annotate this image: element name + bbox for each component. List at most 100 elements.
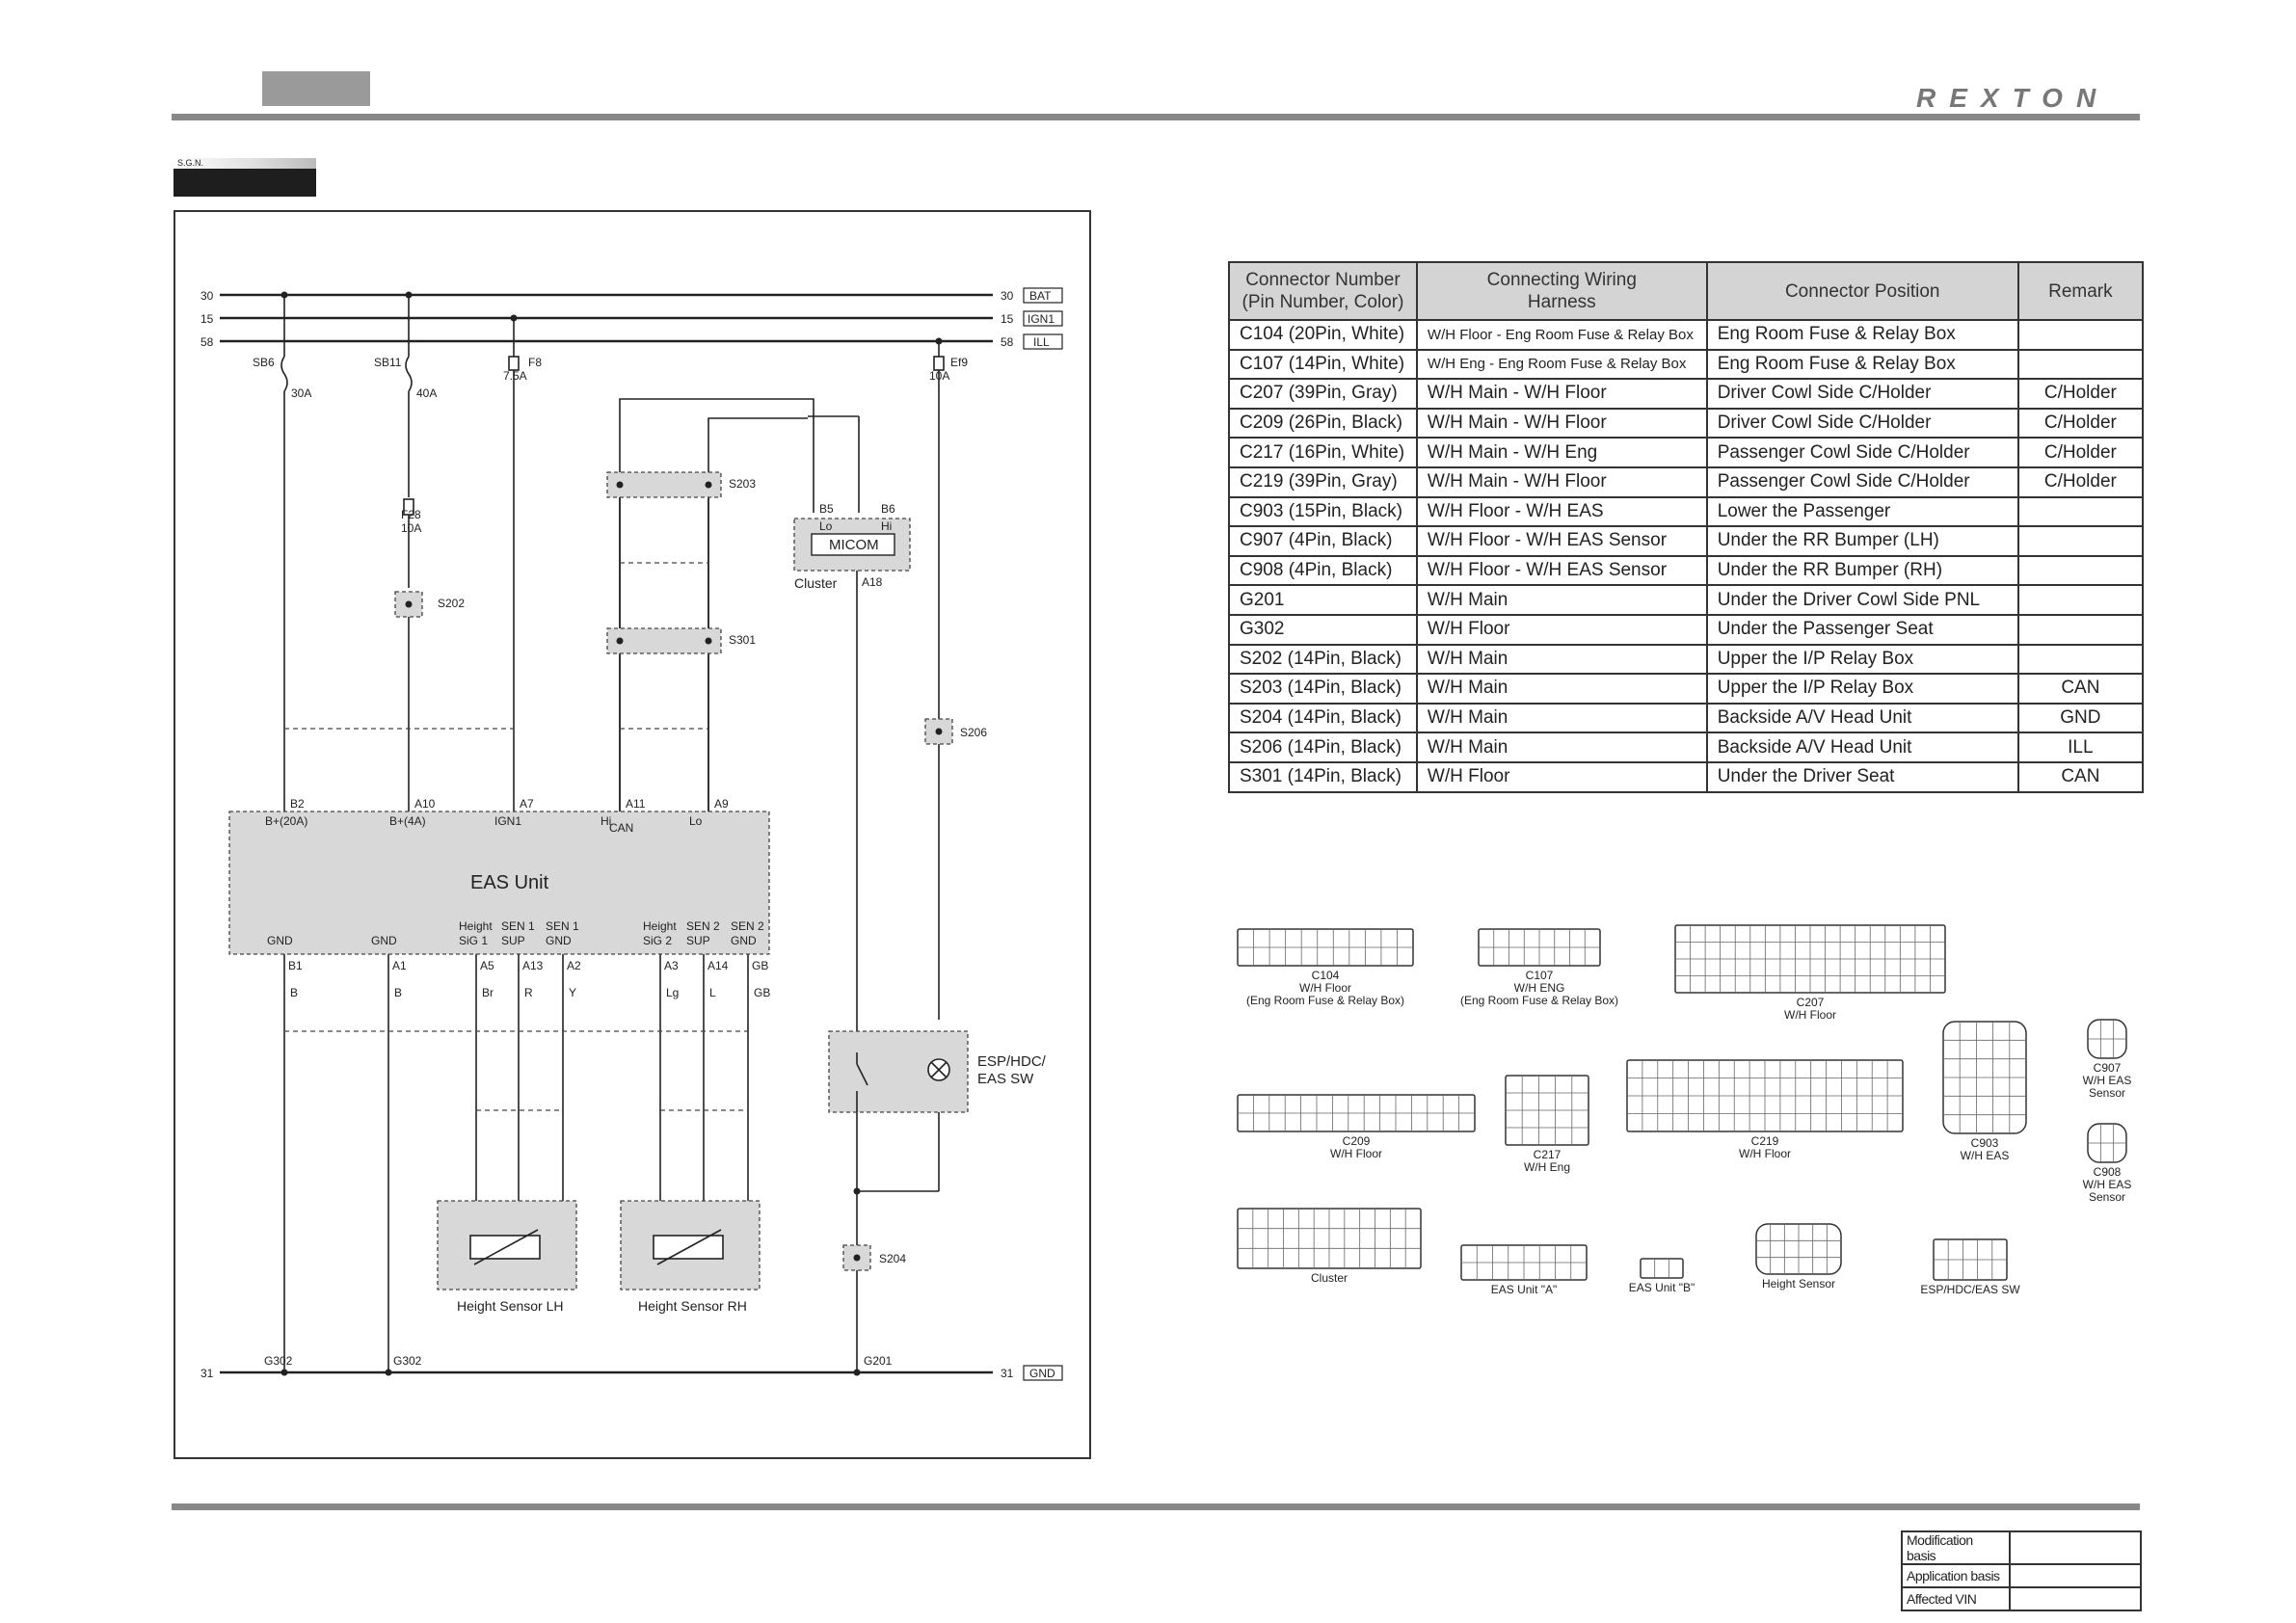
- connector-caption: W/H Floor: [1784, 1008, 1836, 1022]
- cell-connector-number: C207 (39Pin, Gray): [1228, 378, 1418, 410]
- connector-pin-grid: [1756, 1224, 1841, 1274]
- connector-pin-grid: [1238, 929, 1413, 966]
- fuse-ef9-label: Ef9: [950, 356, 968, 369]
- cell-connector-number: C209 (26Pin, Black): [1228, 407, 1418, 439]
- cell-harness: W/H Main - W/H Eng: [1415, 437, 1708, 468]
- wire-color-label: B: [394, 986, 402, 999]
- rail-15-left: 15: [200, 312, 214, 326]
- connector-caption: C908: [2094, 1165, 2122, 1179]
- cell-harness: W/H Floor - W/H EAS: [1415, 495, 1708, 528]
- eas-top-pin: A7: [520, 797, 534, 811]
- cell-position: Driver Cowl Side C/Holder: [1705, 378, 2019, 410]
- fuse-sb11-rating: 40A: [416, 386, 437, 400]
- eas-top-pin-label: IGN1: [494, 814, 521, 828]
- cell-remark: [2016, 348, 2145, 381]
- connector-pin-grid: [1461, 1245, 1587, 1280]
- cell-harness: W/H Floor - W/H EAS Sensor: [1415, 554, 1708, 587]
- mod-row-modification: Modification basis: [1901, 1530, 2142, 1565]
- cell-remark: C/Holder: [2016, 466, 2145, 498]
- micom-b6-pin: B6: [881, 502, 895, 516]
- cell-position: Eng Room Fuse & Relay Box: [1705, 319, 2019, 351]
- eas-bottom-pin: B1: [288, 959, 303, 972]
- connector-caption: Sensor: [2089, 1086, 2125, 1100]
- cell-remark: C/Holder: [2016, 437, 2145, 468]
- micom-b5-pin: B5: [819, 502, 834, 516]
- wire-color-label: GB: [754, 986, 770, 999]
- cell-position: Under the RR Bumper (RH): [1705, 554, 2019, 587]
- micom-a18-pin: A18: [862, 575, 883, 589]
- eas-bottom-pin-label: GND: [731, 934, 757, 947]
- mod-label: Affected VIN: [1901, 1586, 2011, 1611]
- connector-caption: C903: [1971, 1136, 1999, 1150]
- cell-position: Driver Cowl Side C/Holder: [1705, 407, 2019, 439]
- header-line: Connector Number: [1245, 270, 1401, 290]
- mod-value[interactable]: [2009, 1530, 2142, 1565]
- eas-top-pin-label: B+(20A): [265, 814, 307, 828]
- cell-harness: W/H Main: [1415, 702, 1708, 734]
- eas-top-pin-label: Lo: [689, 814, 703, 828]
- cell-harness: W/H Eng - Eng Room Fuse & Relay Box: [1415, 348, 1708, 381]
- splice-s301-label: S301: [729, 633, 756, 647]
- ground-g302-a: G302: [264, 1354, 293, 1368]
- eas-bottom-pin: A2: [567, 959, 581, 972]
- rail-31-right: 31: [1001, 1367, 1014, 1380]
- micom-lo-label: Lo: [819, 519, 833, 533]
- fuse-f8-label: F8: [528, 356, 542, 369]
- header-line: Connecting Wiring: [1486, 270, 1637, 290]
- modification-table: Modification basis Application basis Aff…: [1901, 1530, 2142, 1611]
- connector-pin-grid: [1627, 1060, 1903, 1131]
- mod-value[interactable]: [2009, 1586, 2142, 1611]
- cell-harness: W/H Main: [1415, 584, 1708, 616]
- connector-caption: C209: [1343, 1134, 1371, 1148]
- sgn-label: S.G.N.: [174, 158, 316, 169]
- cell-position: Under the RR Bumper (LH): [1705, 525, 2019, 557]
- header-line: Harness: [1527, 292, 1596, 312]
- mod-label: Application basis: [1901, 1563, 2011, 1588]
- connector-caption: EAS Unit "B": [1629, 1281, 1695, 1294]
- cell-position: Lower the Passenger: [1705, 495, 2019, 528]
- eas-unit-title: EAS Unit: [470, 872, 549, 893]
- cell-position: Under the Driver Seat: [1705, 760, 2019, 793]
- rail-15-right: 15: [1001, 312, 1014, 326]
- connector-caption: W/H Floor: [1739, 1147, 1791, 1160]
- cell-harness: W/H Floor: [1415, 613, 1708, 646]
- connector-pin-grid: [2088, 1020, 2126, 1058]
- cell-position: Backside A/V Head Unit: [1705, 732, 2019, 763]
- connector-caption: C107: [1526, 969, 1554, 982]
- cell-remark: [2016, 495, 2145, 528]
- wire-color-label: R: [524, 986, 533, 999]
- connector-table: Connector Number(Pin Number, Color) Conn…: [1228, 261, 2145, 793]
- eas-top-pin-label: B+(4A): [389, 814, 426, 828]
- rail-ill-tag: ILL: [1033, 335, 1050, 349]
- esp-switch-label-2: EAS SW: [977, 1071, 1034, 1087]
- connector-caption: W/H EAS: [1961, 1149, 2010, 1162]
- cell-remark: GND: [2016, 702, 2145, 734]
- eas-top-pin: A10: [414, 797, 436, 811]
- eas-bottom-pin: A13: [522, 959, 544, 972]
- cell-connector-number: C908 (4Pin, Black): [1228, 554, 1418, 587]
- connector-caption: C907: [2094, 1061, 2122, 1075]
- cell-connector-number: G201: [1228, 584, 1418, 616]
- mod-label: Modification basis: [1901, 1530, 2011, 1565]
- splice-s204-label: S204: [879, 1252, 906, 1265]
- cell-harness: W/H Main - W/H Floor: [1415, 466, 1708, 498]
- mod-value[interactable]: [2009, 1563, 2142, 1588]
- mod-row-application: Application basis: [1901, 1563, 2142, 1588]
- cell-connector-number: C219 (39Pin, Gray): [1228, 466, 1418, 498]
- cell-remark: [2016, 525, 2145, 557]
- connector-pin-grid: [1479, 929, 1600, 966]
- cell-connector-number: G302: [1228, 613, 1418, 646]
- micom-label: MICOM: [829, 537, 879, 553]
- rail-bat-tag: BAT: [1029, 289, 1052, 303]
- eas-bottom-pin-label: SUP: [501, 934, 525, 947]
- fuse-f28-label: F28: [401, 508, 421, 521]
- connector-caption: C217: [1534, 1148, 1562, 1161]
- mod-row-vin: Affected VIN: [1901, 1586, 2142, 1611]
- eas-bottom-pin-label: SiG 2: [643, 934, 672, 947]
